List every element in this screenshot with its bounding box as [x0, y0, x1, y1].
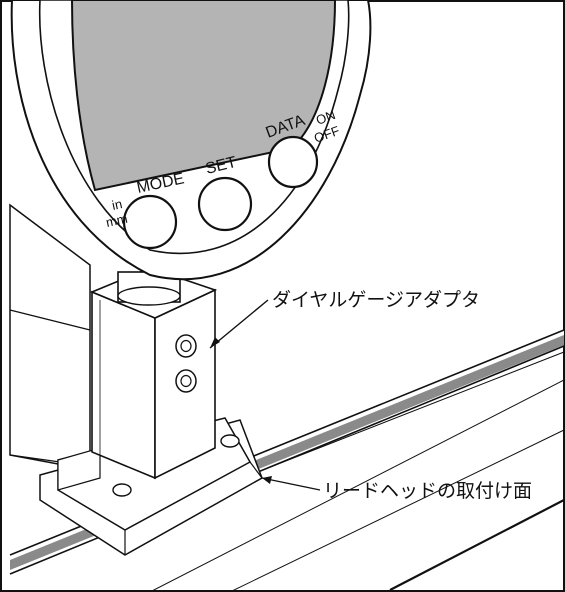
adapter-arrow	[210, 337, 220, 348]
lcd-display	[70, 0, 337, 192]
base-hole-front	[112, 483, 132, 497]
set-button	[197, 176, 253, 232]
dial-gauge: MODE in mm SET DATA ON OFF	[10, 0, 372, 281]
housing	[9, 203, 91, 471]
base-hole-back	[220, 434, 240, 448]
mm-label: mm	[105, 211, 129, 230]
surface-leader	[261, 477, 321, 491]
surface-arrow	[262, 476, 272, 484]
data-button	[267, 135, 319, 189]
mounting-surface-callout: リードヘッドの取付け面	[323, 480, 532, 502]
adapter-callout: ダイヤルゲージアダプタ	[272, 289, 480, 311]
adapter-leader	[209, 299, 269, 349]
on-label: ON	[314, 107, 337, 128]
in-label: in	[111, 196, 124, 213]
mode-button	[122, 194, 178, 250]
